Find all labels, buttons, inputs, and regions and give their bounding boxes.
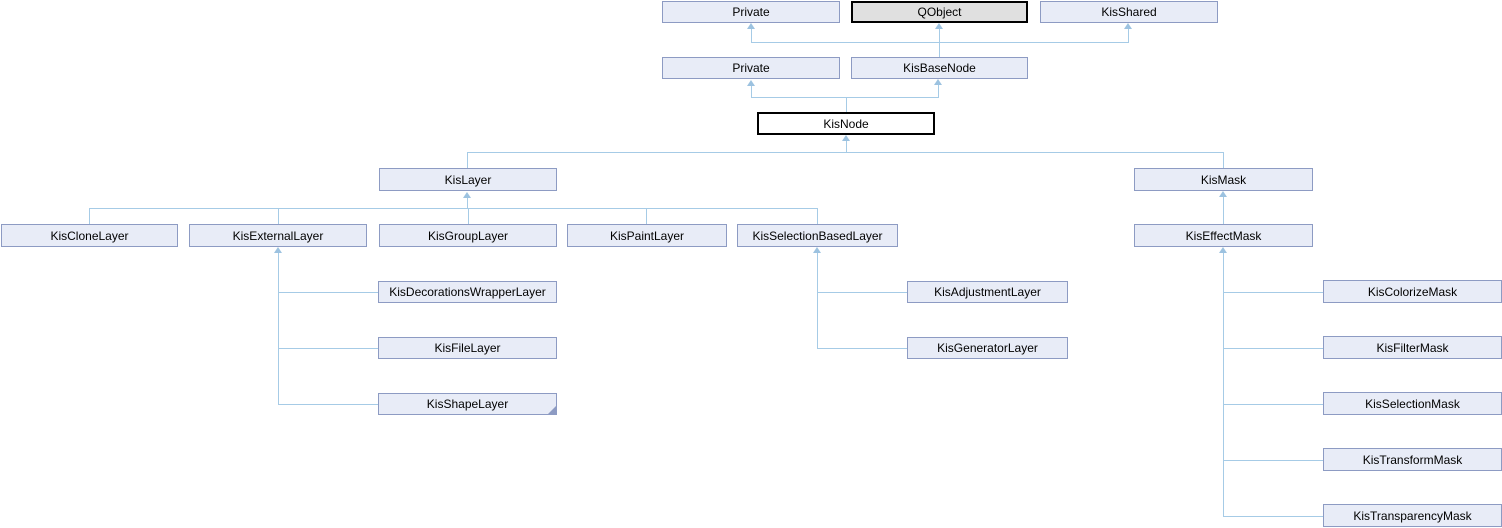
node-kiseffectmask[interactable]: KisEffectMask [1134, 224, 1313, 247]
arrow-up-icon [1219, 191, 1227, 197]
node-label: KisLayer [444, 172, 492, 187]
node-kisshared[interactable]: KisShared [1040, 1, 1218, 23]
edge-line [846, 97, 847, 113]
edge-line [817, 252, 818, 349]
node-label: KisFileLayer [434, 341, 501, 355]
edge-line [938, 84, 939, 98]
node-kispaintlayer[interactable]: KisPaintLayer [567, 224, 727, 247]
node-kisfilelayer[interactable]: KisFileLayer [378, 337, 557, 359]
node-label: KisNode [823, 116, 869, 131]
edge-line [89, 208, 90, 225]
edge-line [751, 97, 939, 98]
node-label: KisGroupLayer [427, 228, 509, 243]
arrow-up-icon [274, 247, 282, 253]
edge-line [468, 208, 469, 225]
node-kisselectionbasedlayer[interactable]: KisSelectionBasedLayer [737, 224, 898, 247]
node-kisdecorationswrapperlayer[interactable]: KisDecorationsWrapperLayer [378, 281, 557, 303]
node-kisgrouplayer[interactable]: KisGroupLayer [379, 224, 557, 247]
node-kisselectionmask[interactable]: KisSelectionMask [1323, 392, 1502, 415]
node-private-2: Private [662, 57, 840, 79]
arrow-up-icon [747, 80, 755, 86]
edge-line [817, 208, 818, 225]
edge-line [467, 152, 1224, 153]
edge-line [278, 404, 378, 405]
node-label: KisFilterMask [1376, 340, 1449, 355]
edge-line [751, 42, 1129, 43]
node-kisexternallayer[interactable]: KisExternalLayer [189, 224, 367, 247]
node-kisadjustmentlayer[interactable]: KisAdjustmentLayer [907, 281, 1068, 303]
node-label: KisTransformMask [1362, 452, 1463, 467]
edge-line [278, 252, 279, 405]
node-kiscolorizemask[interactable]: KisColorizeMask [1323, 280, 1502, 303]
node-label: KisExternalLayer [232, 228, 324, 243]
edge-line [278, 292, 378, 293]
arrow-up-icon [934, 79, 942, 85]
node-kisgeneratorlayer[interactable]: KisGeneratorLayer [907, 337, 1068, 359]
edge-line [751, 85, 752, 98]
edge-line [817, 348, 907, 349]
node-label: KisMask [1200, 172, 1247, 187]
node-label: Private [732, 5, 770, 19]
edge-line [1223, 460, 1323, 461]
node-label: KisColorizeMask [1367, 284, 1458, 299]
node-qobject[interactable]: QObject [851, 1, 1028, 23]
node-kistransformmask[interactable]: KisTransformMask [1323, 448, 1502, 471]
edge-line [1128, 28, 1129, 43]
node-label: KisGeneratorLayer [937, 341, 1038, 355]
edge-line [817, 292, 907, 293]
node-label: KisAdjustmentLayer [934, 285, 1041, 299]
edge-line [1223, 292, 1323, 293]
node-kismask[interactable]: KisMask [1134, 168, 1313, 191]
node-kisshapelayer[interactable]: KisShapeLayer [378, 393, 557, 415]
edge-line [89, 208, 818, 209]
edge-line [278, 208, 279, 225]
node-label: KisSelectionBasedLayer [752, 228, 883, 243]
node-private-1: Private [662, 1, 840, 23]
arrow-up-icon [935, 23, 943, 29]
node-label: KisSelectionMask [1365, 396, 1460, 411]
edge-line [939, 28, 940, 57]
node-kisbasenode[interactable]: KisBaseNode [851, 57, 1028, 79]
node-label: Private [732, 61, 770, 75]
node-kisclonelayer[interactable]: KisCloneLayer [1, 224, 178, 247]
edge-line [278, 348, 378, 349]
arrow-up-icon [1124, 23, 1132, 29]
node-label: KisPaintLayer [609, 228, 685, 243]
edge-line [1223, 196, 1224, 225]
node-label: KisShared [1101, 5, 1157, 19]
node-label: KisEffectMask [1185, 228, 1262, 243]
edge-line [846, 140, 847, 153]
arrow-up-icon [813, 247, 821, 253]
node-kislayer[interactable]: KisLayer [379, 168, 557, 191]
edge-line [1223, 404, 1323, 405]
edge-line [1223, 348, 1323, 349]
node-label: KisBaseNode [903, 61, 976, 75]
edge-line [1223, 152, 1224, 169]
edge-line [646, 208, 647, 225]
node-kisfiltermask[interactable]: KisFilterMask [1323, 336, 1502, 359]
edge-line [467, 152, 468, 169]
edge-line [1223, 516, 1323, 517]
edge-line [751, 28, 752, 43]
arrow-up-icon [1219, 247, 1227, 253]
node-label: KisCloneLayer [50, 228, 129, 243]
edge-line [467, 197, 468, 209]
arrow-up-icon [463, 192, 471, 198]
arrow-up-icon [747, 23, 755, 29]
more-derived-corner-icon [548, 406, 556, 414]
node-label: QObject [917, 5, 962, 19]
node-label: KisTransparencyMask [1353, 508, 1472, 523]
edge-line [1223, 252, 1224, 517]
node-kisnode: KisNode [757, 112, 935, 135]
arrow-up-icon [842, 135, 850, 141]
node-kistransparencymask[interactable]: KisTransparencyMask [1323, 504, 1502, 527]
node-label: KisDecorationsWrapperLayer [389, 285, 546, 299]
node-label: KisShapeLayer [426, 397, 509, 411]
